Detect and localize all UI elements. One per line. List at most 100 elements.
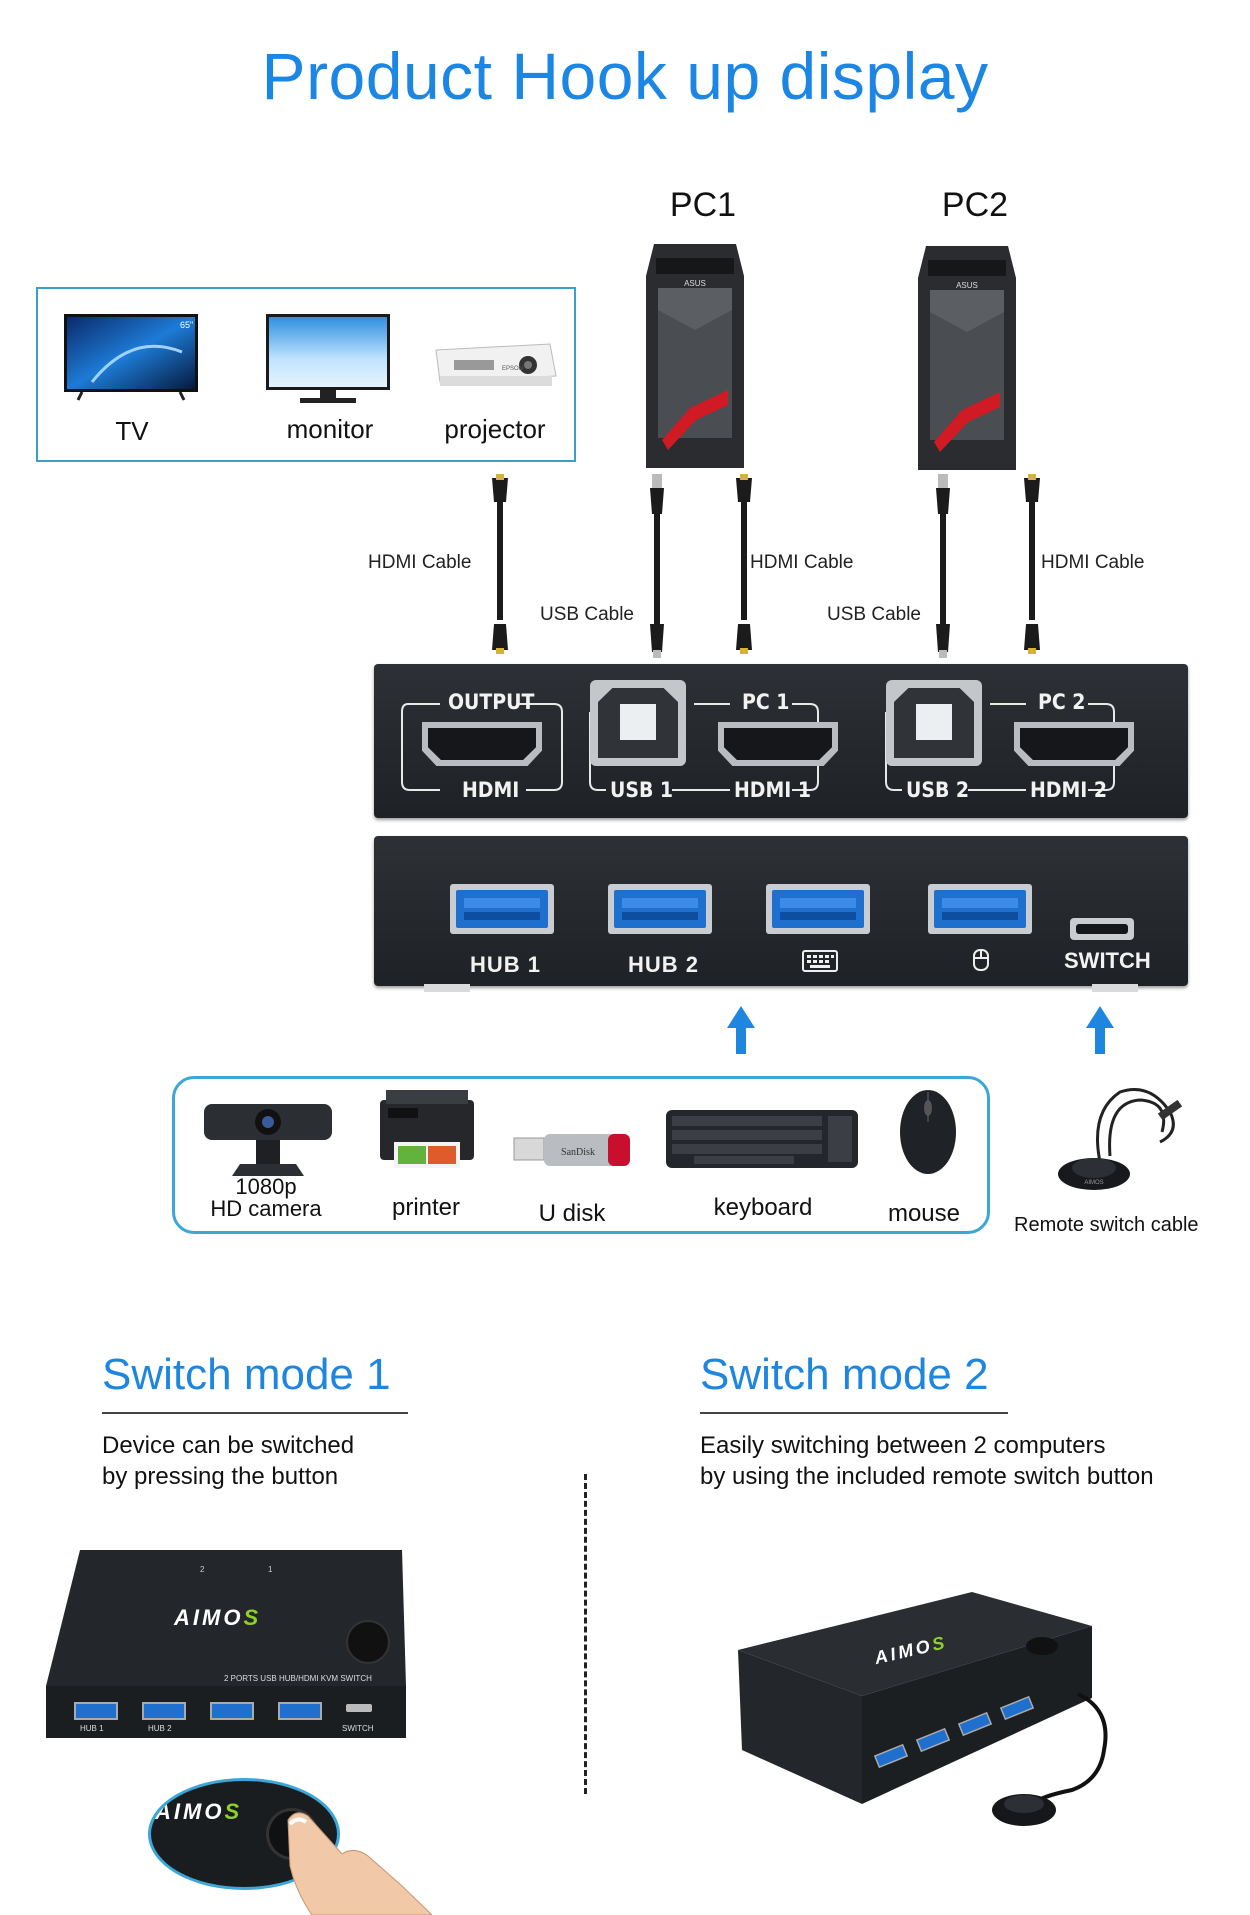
brand-logo-text: AIMO <box>174 1605 244 1630</box>
pc2-usb-cable-label: USB Cable <box>827 604 921 625</box>
projector-brand: EPSON <box>502 366 523 372</box>
switch-port[interactable] <box>1070 918 1134 940</box>
mode1-divider <box>102 1412 408 1414</box>
udisk-label: U disk <box>538 1200 606 1227</box>
arrow-up-icon <box>727 1006 755 1054</box>
keyboard-port[interactable] <box>766 884 870 934</box>
usb2-port[interactable] <box>886 680 982 766</box>
remote-switch-label: Remote switch cable <box>1014 1214 1199 1236</box>
hub1-port[interactable] <box>74 1702 118 1720</box>
brand-logo-accent: S <box>243 1605 262 1630</box>
remote-switch-icon: AIMOS <box>1058 1088 1183 1190</box>
switch-label: SWITCH <box>342 1724 374 1733</box>
page-title: Product Hook up display <box>261 39 989 113</box>
mode1-desc-line1: Device can be switched <box>102 1432 355 1459</box>
keyboard-icon <box>666 1110 858 1168</box>
printer-icon <box>380 1090 474 1168</box>
printer-label: printer <box>391 1194 461 1221</box>
mouse-label: mouse <box>887 1200 961 1227</box>
mode2-description: Easily switching between 2 computers by … <box>700 1430 1154 1492</box>
mode2-divider <box>700 1412 1008 1414</box>
hub2-label: HUB 2 <box>148 1724 172 1733</box>
mouse-icon <box>900 1090 956 1174</box>
mode2-title: Switch mode 2 <box>700 1350 989 1399</box>
section-divider <box>584 1474 587 1794</box>
zoom-logo-accent: S <box>224 1799 243 1824</box>
pc1-usb-cable-label: USB Cable <box>540 604 634 625</box>
hdmi1-port[interactable] <box>718 722 838 766</box>
tv-icon: 65" <box>64 314 198 401</box>
keyboard-icon <box>802 950 838 972</box>
product-subtitle: 2 PORTS USB HUB/HDMI KVM SWITCH <box>224 1674 372 1683</box>
hub1-label: HUB 1 <box>470 952 542 977</box>
mouse-port[interactable] <box>928 884 1032 934</box>
usb1-label: USB 1 <box>610 778 674 802</box>
led-2-label: 2 <box>200 1565 205 1574</box>
pc2-brand: ASUS <box>956 281 978 290</box>
hub1-port[interactable] <box>450 884 554 934</box>
monitor-icon <box>266 314 390 403</box>
kvm-back-panel: OUTPUT HDMI USB 1 PC 1 HDMI 1 USB 2 PC 2… <box>374 664 1188 818</box>
hub2-port[interactable] <box>608 884 712 934</box>
zoom-logo-text: AIMO <box>155 1799 225 1824</box>
tv-size-badge: 65" <box>180 320 193 330</box>
mode1-description: Device can be switched by pressing the b… <box>102 1430 354 1492</box>
output-devices-box <box>36 287 576 462</box>
output-hdmi-port[interactable] <box>422 722 542 766</box>
zoom-logo: AIMOS <box>155 1799 242 1825</box>
kvm-product-angled-icon <box>738 1592 1108 1826</box>
pc1-brand: ASUS <box>684 279 706 288</box>
hdmi2-port[interactable] <box>1014 722 1134 766</box>
kvm-product-front: AIMOS 2 1 2 PORTS USB HUB/HDMI KVM SWITC… <box>46 1550 406 1740</box>
usb2-label: USB 2 <box>906 778 970 802</box>
cables <box>492 474 1040 658</box>
projector-label: projector <box>444 414 546 444</box>
brand-logo: AIMOS <box>174 1605 261 1631</box>
hub2-label: HUB 2 <box>628 952 700 977</box>
monitor-label: monitor <box>286 414 374 444</box>
pc2-hdmi-cable-label: HDMI Cable <box>1041 552 1145 573</box>
output-hdmi-label: HDMI <box>462 778 520 802</box>
peripherals-box <box>172 1076 990 1234</box>
hub1-label: HUB 1 <box>80 1724 104 1733</box>
hub2-port[interactable] <box>142 1702 186 1720</box>
tv-label: TV <box>115 416 149 446</box>
remote-brand: AIMOS <box>1084 1180 1103 1186</box>
mode1-title: Switch mode 1 <box>102 1350 391 1399</box>
mode2-desc-line2: by using the included remote switch butt… <box>700 1463 1154 1490</box>
hdmi2-label: HDMI 2 <box>1030 778 1108 802</box>
mode1-desc-line2: by pressing the button <box>102 1463 339 1490</box>
pc2-label: PC2 <box>941 186 1009 224</box>
mouse-icon <box>973 949 989 971</box>
pc1-hdmi-cable-label: HDMI Cable <box>750 552 854 573</box>
camera-icon <box>204 1104 332 1176</box>
kvm-body-icon <box>46 1550 406 1738</box>
usb-disk-icon: SanDisk <box>513 1134 630 1166</box>
camera-label-line1: 1080p <box>235 1174 297 1199</box>
finger-press-icon <box>287 1812 432 1915</box>
switch-label: SWITCH <box>1064 948 1151 973</box>
mode2-desc-line1: Easily switching between 2 computers <box>700 1432 1106 1459</box>
mouse-port[interactable] <box>278 1702 322 1720</box>
hdmi1-label: HDMI 1 <box>734 778 812 802</box>
pc1-tower-icon: ASUS <box>646 244 744 468</box>
pc2-group-label: PC 2 <box>1038 690 1086 714</box>
keyboard-port[interactable] <box>210 1702 254 1720</box>
foot-pad <box>424 984 470 992</box>
pc1-label: PC1 <box>669 186 737 224</box>
pc1-group-label: PC 1 <box>742 690 790 714</box>
usb1-port[interactable] <box>590 680 686 766</box>
foot-pad <box>1092 984 1138 992</box>
switch-port[interactable] <box>346 1704 372 1712</box>
pc2-tower-icon: ASUS <box>918 246 1016 470</box>
led-1-label: 1 <box>268 1565 273 1574</box>
udisk-brand: SanDisk <box>561 1147 595 1158</box>
camera-label: 1080p HD camera <box>196 1176 336 1220</box>
kvm-front-panel: HUB 1 HUB 2 SWITCH <box>374 836 1188 992</box>
keyboard-label: keyboard <box>713 1194 813 1221</box>
switch-button[interactable] <box>348 1622 388 1662</box>
output-label: OUTPUT <box>448 690 535 714</box>
output-hdmi-cable-label: HDMI Cable <box>368 552 472 573</box>
projector-icon: EPSON <box>435 343 557 386</box>
arrow-up-icon <box>1086 1006 1114 1054</box>
